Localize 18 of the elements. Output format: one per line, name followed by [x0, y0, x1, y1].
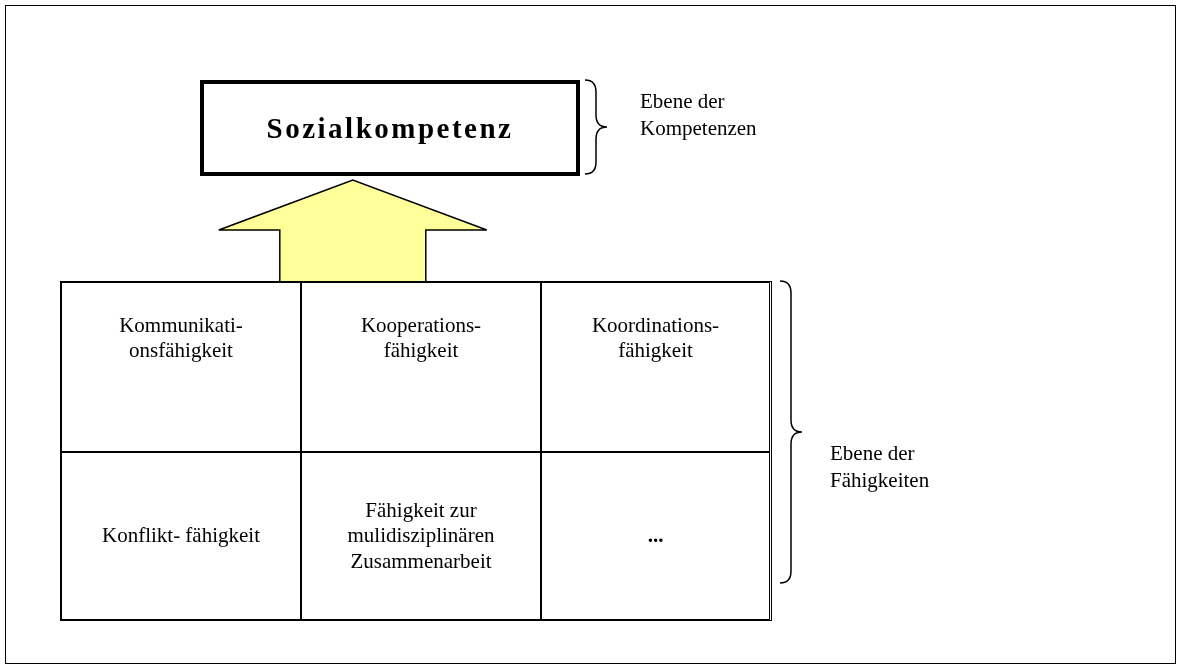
- cell-text: Koordinations- fähigkeit: [590, 313, 721, 364]
- cell-text: Fähigkeit zur mulidisziplinären Zusammenarbeit: [346, 498, 496, 574]
- title-box: [200, 80, 580, 176]
- cell-text: Konflikt- fähigkeit: [101, 523, 260, 549]
- level-label: Ebene der Fähigkeiten: [830, 440, 931, 495]
- table-cell: [541, 452, 770, 620]
- cell-text: ...: [647, 523, 664, 549]
- table-cell: [301, 282, 541, 452]
- block-arrow: [218, 179, 488, 282]
- cell-text: Kommunikati- onsfähigkeit: [118, 313, 244, 364]
- level-label: Ebene der Kompetenzen: [640, 88, 758, 143]
- cell-text: Kooperations- fähigkeit: [359, 313, 483, 364]
- table-cell: [541, 282, 770, 452]
- table-frame: [60, 281, 772, 621]
- title-text: Sozialkompetenz: [266, 111, 514, 145]
- table-cell: [61, 452, 301, 620]
- table-cell: [301, 452, 541, 620]
- table-cell: [61, 282, 301, 452]
